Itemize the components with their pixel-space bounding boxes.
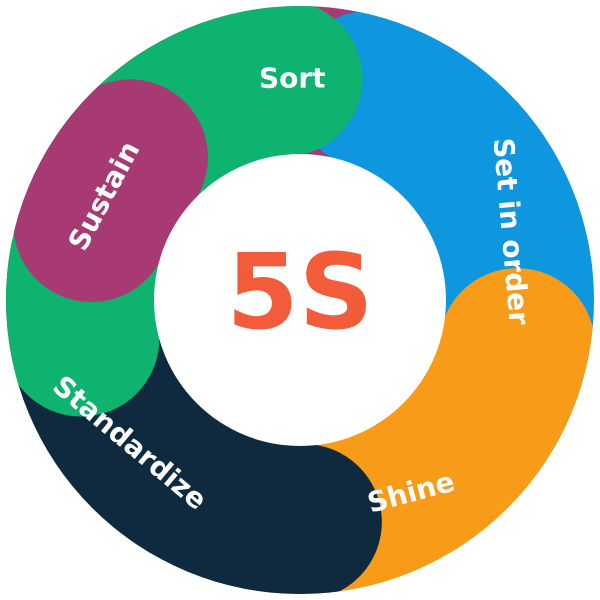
center-circle [154,154,446,446]
center-title: 5S [226,231,373,353]
segment-label-sort: Sort [259,62,326,95]
segment-sort-head [13,79,208,303]
segment-ring [6,6,594,594]
